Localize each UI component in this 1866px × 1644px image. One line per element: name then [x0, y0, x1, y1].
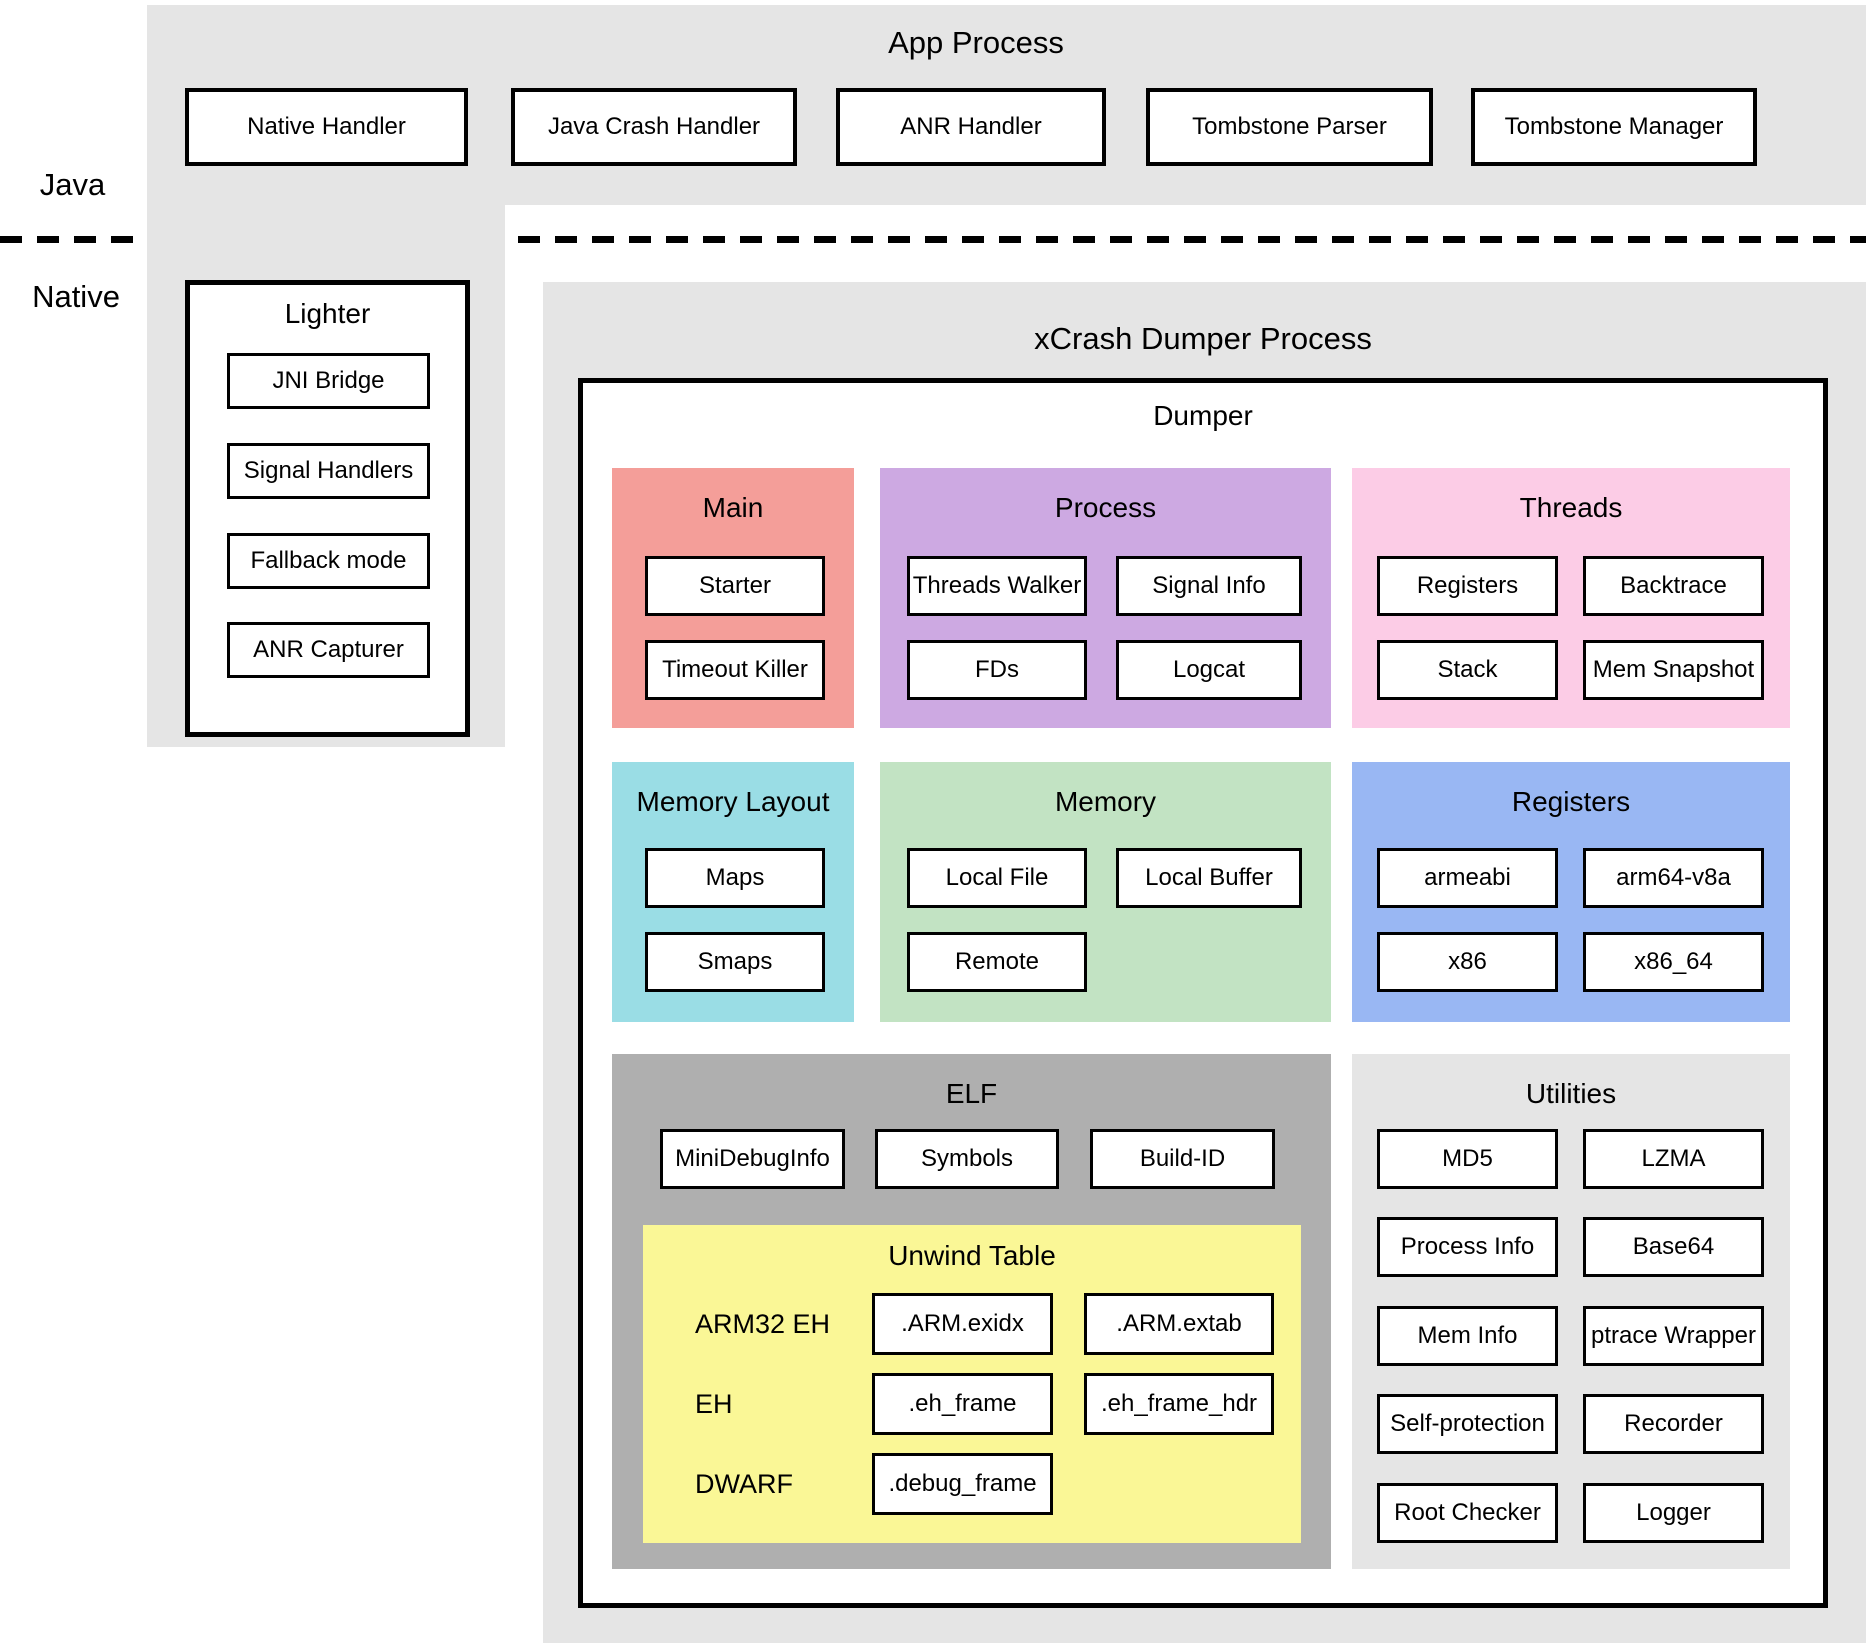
node-process-info: Process Info — [1377, 1217, 1558, 1277]
node-logcat: Logcat — [1116, 640, 1302, 700]
node-timeout-killer: Timeout Killer — [645, 640, 825, 700]
node-eh-frame-hdr: .eh_frame_hdr — [1084, 1373, 1274, 1435]
native-side-label: Native — [32, 279, 120, 314]
node-recorder: Recorder — [1583, 1394, 1764, 1454]
section-process-title: Process — [1054, 492, 1157, 523]
node-logger: Logger — [1583, 1483, 1764, 1543]
node-build-id: Build-ID — [1090, 1129, 1275, 1189]
node-arm-extab: .ARM.extab — [1084, 1293, 1274, 1355]
section-utilities-title: Utilities — [1525, 1078, 1617, 1109]
node-smaps: Smaps — [645, 932, 825, 992]
node-symbols: Symbols — [875, 1129, 1059, 1189]
node-mem-snapshot: Mem Snapshot — [1583, 640, 1764, 700]
node-tombstone-parser: Tombstone Parser — [1146, 88, 1433, 166]
node-remote: Remote — [907, 932, 1087, 992]
node-md5: MD5 — [1377, 1129, 1558, 1189]
section-threads-title: Threads — [1519, 492, 1623, 523]
node-tombstone-manager: Tombstone Manager — [1471, 88, 1757, 166]
node-local-file: Local File — [907, 848, 1087, 908]
section-elf-title: ELF — [945, 1078, 998, 1109]
node-x86: x86 — [1377, 932, 1558, 992]
node-minidebuginfo: MiniDebugInfo — [660, 1129, 845, 1189]
node-eh-frame: .eh_frame — [872, 1373, 1053, 1435]
node-threads-walker: Threads Walker — [907, 556, 1087, 616]
unwind-row-label-dwarf: DWARF — [695, 1468, 793, 1499]
node-fallback-mode: Fallback mode — [227, 533, 430, 589]
node-root-checker: Root Checker — [1377, 1483, 1558, 1543]
node-lzma: LZMA — [1583, 1129, 1764, 1189]
section-registers-title: Registers — [1511, 786, 1631, 817]
node-mem-info: Mem Info — [1377, 1306, 1558, 1366]
xcrash-dumper-title: xCrash Dumper Process — [1034, 321, 1372, 356]
node-x86-64: x86_64 — [1583, 932, 1764, 992]
node-java-crash-handler: Java Crash Handler — [511, 88, 797, 166]
java-side-label: Java — [39, 167, 106, 202]
node-backtrace: Backtrace — [1583, 556, 1764, 616]
node-maps: Maps — [645, 848, 825, 908]
dumper-title: Dumper — [1153, 400, 1253, 431]
node-debug-frame: .debug_frame — [872, 1453, 1053, 1515]
node-signal-handlers: Signal Handlers — [227, 443, 430, 499]
node-anr-capturer: ANR Capturer — [227, 622, 430, 678]
lighter-title: Lighter — [284, 298, 371, 329]
node-anr-handler: ANR Handler — [836, 88, 1106, 166]
node-stack: Stack — [1377, 640, 1558, 700]
node-base64: Base64 — [1583, 1217, 1764, 1277]
node-fds: FDs — [907, 640, 1087, 700]
unwind-row-label-arm32-eh: ARM32 EH — [695, 1308, 831, 1339]
app-process-title: App Process — [888, 25, 1064, 60]
node-starter: Starter — [645, 556, 825, 616]
node-signal-info: Signal Info — [1116, 556, 1302, 616]
section-main-title: Main — [702, 492, 764, 523]
unwind-table-title: Unwind Table — [888, 1240, 1056, 1271]
section-memory-layout-title: Memory Layout — [636, 786, 830, 817]
node-arm-exidx: .ARM.exidx — [872, 1293, 1053, 1355]
node-thread-registers: Registers — [1377, 556, 1558, 616]
node-ptrace-wrapper: ptrace Wrapper — [1583, 1306, 1764, 1366]
node-arm64-v8a: arm64-v8a — [1583, 848, 1764, 908]
node-armeabi: armeabi — [1377, 848, 1558, 908]
unwind-row-label-eh: EH — [695, 1388, 733, 1419]
java-native-divider — [0, 236, 1866, 243]
section-memory-title: Memory — [1054, 786, 1157, 817]
node-native-handler: Native Handler — [185, 88, 468, 166]
node-local-buffer: Local Buffer — [1116, 848, 1302, 908]
node-jni-bridge: JNI Bridge — [227, 353, 430, 409]
node-self-protection: Self-protection — [1377, 1394, 1558, 1454]
